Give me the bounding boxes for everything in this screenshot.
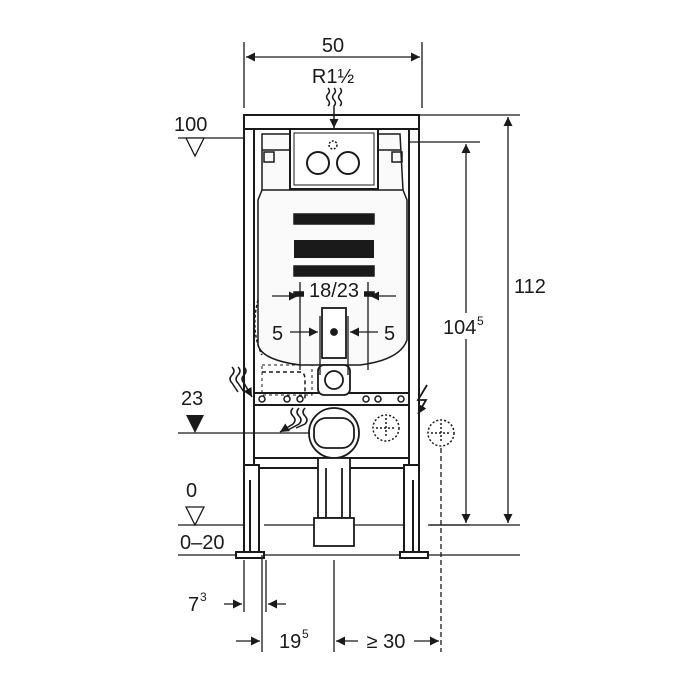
elevation-label-0: 0 [186, 480, 197, 502]
flush-plate [289, 128, 379, 190]
svg-text:≥ 30: ≥ 30 [367, 631, 406, 653]
svg-text:3: 3 [200, 590, 207, 604]
water-supply-line [262, 371, 306, 400]
dimension-lines [178, 42, 520, 652]
dim-offset-left: 5 [272, 323, 283, 345]
dim-total-height: 112 [514, 276, 546, 298]
svg-text:5: 5 [477, 314, 484, 328]
elevation-marker-23 [186, 415, 204, 433]
svg-text:19: 19 [279, 631, 301, 653]
dim-pipe-thread: R1½ [312, 66, 355, 88]
rail-fixing-holes [258, 395, 405, 403]
electrical-icon [416, 384, 428, 415]
elevation-marker-0 [184, 506, 206, 527]
dim-offset-right: 5 [384, 323, 395, 345]
elevation-label-100: 100 [174, 114, 207, 136]
installation-frame [235, 114, 429, 559]
elevation-marker-100 [184, 137, 206, 158]
dim-drain-distance: 19 5 [279, 627, 309, 653]
adjustable-range-label: 0–20 [180, 532, 225, 554]
electrical-socket-box [372, 414, 455, 447]
elevation-label-23: 23 [181, 388, 203, 410]
dim-frame-width: 50 [322, 35, 344, 57]
dim-foot-offset: 7 3 [188, 590, 207, 616]
brand-logo-text: GEBERIT [314, 244, 355, 254]
dim-inner-height: 104 5 [440, 313, 496, 339]
svg-text:7: 7 [188, 594, 199, 616]
water-supply-icon [229, 366, 253, 398]
svg-text:104: 104 [443, 317, 476, 339]
supply-pipe-icon [325, 87, 343, 128]
waste-water-icon [279, 407, 308, 433]
dim-clearance: ≥ 30 [358, 630, 414, 653]
dim-flush-plate-distance: 18/23 [304, 279, 364, 302]
svg-text:5: 5 [302, 627, 309, 641]
flush-pipe [317, 307, 351, 396]
drain-elbow [308, 407, 360, 547]
brand-plate [294, 240, 374, 258]
svg-text:18/23: 18/23 [309, 280, 359, 302]
